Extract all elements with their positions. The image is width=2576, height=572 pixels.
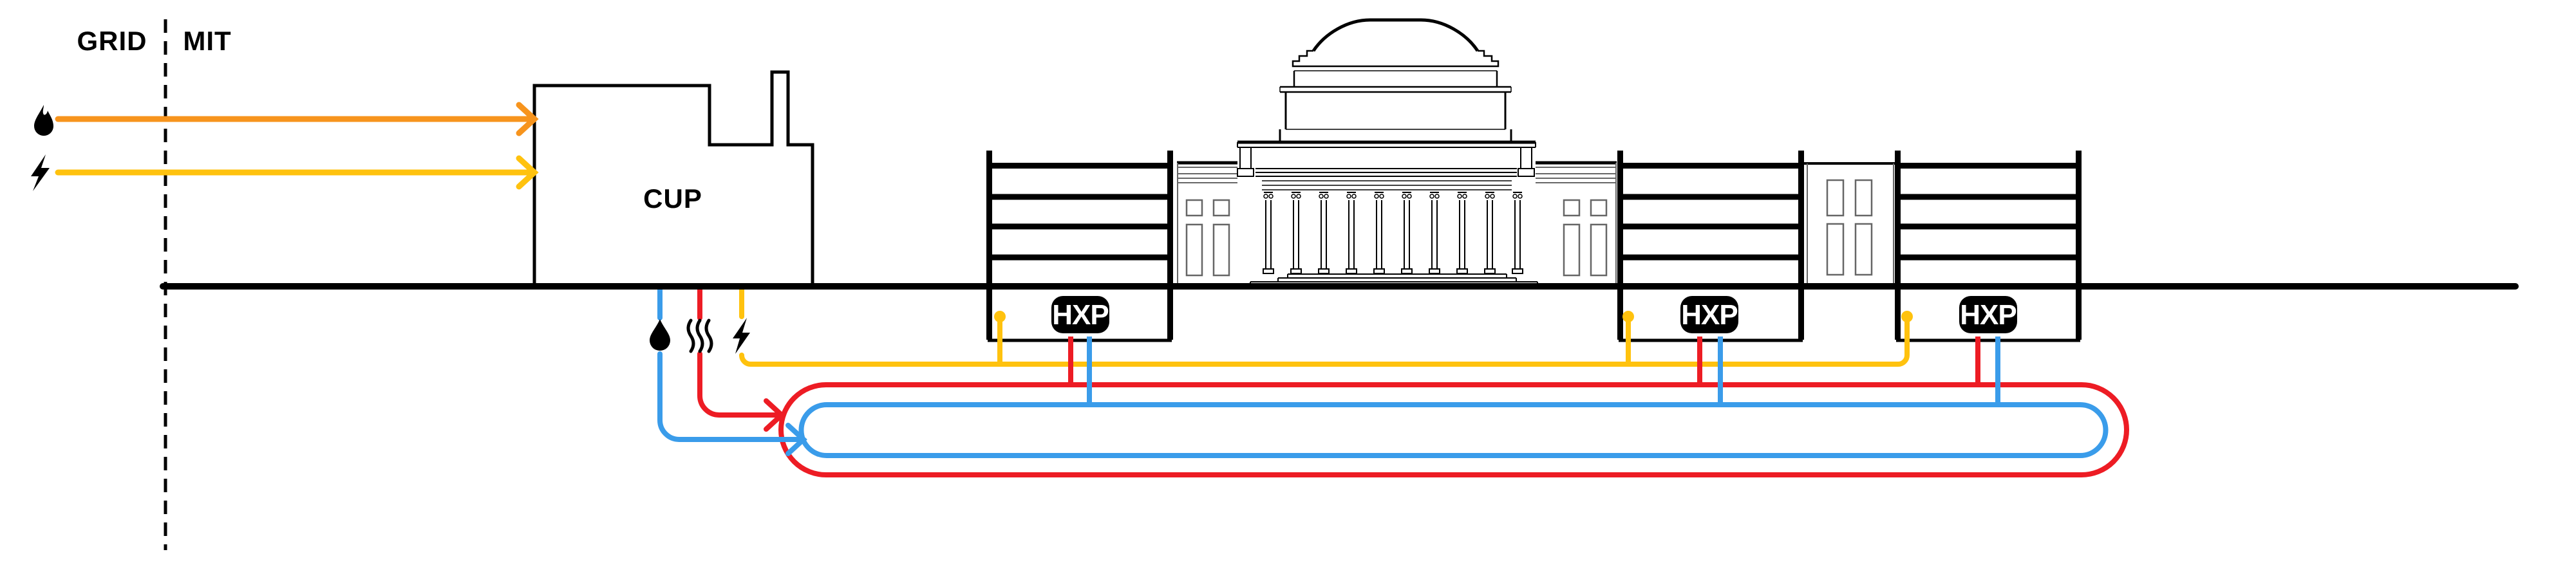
grid-label: GRID xyxy=(77,26,147,56)
dome-right-wing xyxy=(1536,161,1617,286)
hxp-badges: HXP HXP HXP xyxy=(1048,293,2020,337)
cup-label: CUP xyxy=(643,183,702,214)
electricity-tap-dot-1 xyxy=(994,311,1006,322)
chilled-water-ring xyxy=(798,402,2109,458)
electricity-tap-dot-3 xyxy=(1901,311,1913,322)
narrow-building xyxy=(1804,162,1895,286)
electricity-main-line xyxy=(739,320,1910,367)
hot-water-loop xyxy=(697,287,2129,477)
hxp-badge-2-label: HXP xyxy=(1681,299,1737,331)
hxp-badge-1: HXP xyxy=(1048,293,1113,337)
flame-icon xyxy=(34,105,53,136)
mit-label: MIT xyxy=(183,26,231,56)
utility-icons xyxy=(31,105,750,354)
heat-waves-icon xyxy=(686,318,713,353)
dome-left-wing xyxy=(1177,161,1237,286)
hot-water-ring xyxy=(778,382,2129,477)
cup-chilled-water-feed xyxy=(657,351,804,442)
hot-water-hxp-risers xyxy=(1068,329,1980,385)
dome-columns xyxy=(1263,192,1523,274)
dome-building xyxy=(1177,18,1617,286)
lightning-small-icon xyxy=(733,318,750,354)
gas-supply xyxy=(55,102,539,136)
cup-hot-water-feed xyxy=(697,351,782,418)
chilled-water-loop xyxy=(657,287,2109,458)
great-dome xyxy=(1237,18,1538,286)
electricity-distribution xyxy=(55,155,1913,367)
hxp-badge-2: HXP xyxy=(1677,293,1742,337)
electricity-tap-dot-2 xyxy=(1622,311,1634,322)
cup-building: CUP xyxy=(532,70,814,286)
chilled-water-hxp-risers xyxy=(1087,329,2000,405)
hxp-badge-3-label: HXP xyxy=(1960,299,2016,331)
hxp-badge-3: HXP xyxy=(1956,293,2020,337)
electricity-taps xyxy=(994,311,1913,322)
gas-supply-arrow xyxy=(516,102,539,136)
grid-electricity-arrow xyxy=(516,155,539,190)
hxp-badge-1-label: HXP xyxy=(1052,299,1108,331)
droplet-icon xyxy=(650,319,670,351)
campus-buildings xyxy=(986,18,2082,340)
cup-outline xyxy=(532,70,814,286)
lightning-icon xyxy=(31,154,50,191)
